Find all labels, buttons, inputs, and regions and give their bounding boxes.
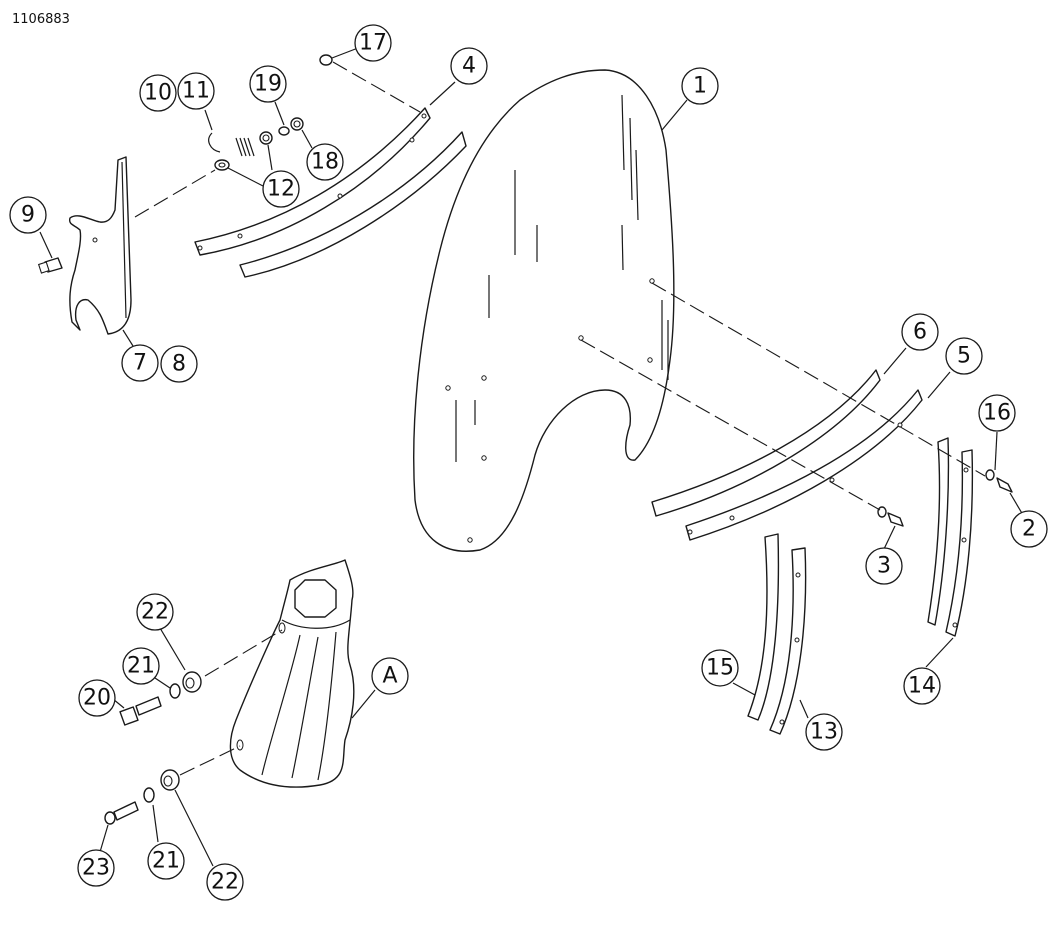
- callout-17: 17: [354, 24, 392, 62]
- callout-21-upper: 21: [122, 647, 160, 685]
- callout-20: 20: [78, 679, 116, 717]
- callout-19-label: 19: [254, 72, 282, 97]
- callout-a-label: A: [382, 664, 397, 689]
- callout-13-label: 13: [810, 720, 838, 745]
- cap-nut-17-part: [319, 54, 333, 66]
- right-bracket-14-part: [927, 437, 974, 637]
- screw-2-part: [985, 469, 1013, 493]
- spring-11-part: [208, 132, 255, 157]
- bushing-22-lower-part: [160, 769, 180, 791]
- callout-22-upper-label: 22: [141, 600, 169, 625]
- callout-17-label: 17: [359, 31, 387, 56]
- callout-15: 15: [701, 649, 739, 687]
- callout-4-label: 4: [462, 54, 476, 79]
- callout-4: 4: [450, 47, 488, 85]
- callout-2-label: 2: [1022, 517, 1036, 542]
- washer-21-upper-part: [169, 683, 181, 699]
- callout-6-label: 6: [913, 320, 927, 345]
- callout-6: 6: [901, 313, 939, 351]
- callout-22-lower-label: 22: [211, 870, 239, 895]
- callout-a: A: [371, 657, 409, 695]
- callout-9-label: 9: [21, 203, 35, 228]
- callout-7: 7: [121, 344, 159, 382]
- lower-bracket-15-part: [747, 533, 780, 721]
- callout-10: 10: [139, 74, 177, 112]
- bolt-20-part: [119, 696, 162, 726]
- callout-1-label: 1: [693, 74, 707, 99]
- callout-22-upper: 22: [136, 593, 174, 631]
- callout-16: 16: [978, 394, 1016, 432]
- callout-21-lower: 21: [147, 842, 185, 880]
- callout-15-label: 15: [706, 656, 734, 681]
- callout-7-label: 7: [133, 351, 147, 376]
- document-id: 1106883: [12, 12, 70, 27]
- washer-19-part: [278, 126, 290, 136]
- callout-5: 5: [945, 337, 983, 375]
- right-trim-strip-part: [651, 369, 881, 517]
- callout-12-label: 12: [267, 177, 295, 202]
- windshield-part: [413, 69, 675, 552]
- nut-18-part: [290, 117, 304, 131]
- callout-2: 2: [1010, 510, 1048, 548]
- callout-20-label: 20: [83, 686, 111, 711]
- assembly-lines: [134, 61, 986, 776]
- fork-mount-a-part: [229, 559, 355, 788]
- screw-3-part: [877, 506, 904, 527]
- callout-13: 13: [805, 713, 843, 751]
- callout-14-label: 14: [908, 674, 936, 699]
- callout-1: 1: [681, 67, 719, 105]
- callout-23: 23: [77, 849, 115, 887]
- leader-lines: [39, 47, 1024, 867]
- callout-11-label: 11: [182, 79, 210, 104]
- washer-12-part: [214, 131, 273, 171]
- left-bracket-part: [68, 156, 132, 335]
- callout-21-upper-label: 21: [127, 654, 155, 679]
- callout-21-lower-label: 21: [152, 849, 180, 874]
- lower-bracket-13-part: [769, 547, 807, 735]
- callout-19: 19: [249, 65, 287, 103]
- callout-8: 8: [160, 345, 198, 383]
- callout-22-lower: 22: [206, 863, 244, 901]
- callout-9: 9: [9, 196, 47, 234]
- upper-left-trim-strip-part: [239, 131, 467, 278]
- callout-14: 14: [903, 667, 941, 705]
- callout-5-label: 5: [957, 344, 971, 369]
- washer-21-lower-part: [143, 787, 155, 803]
- callout-10-label: 10: [144, 81, 172, 106]
- screw-9-part: [37, 257, 63, 274]
- callout-12: 12: [262, 170, 300, 208]
- callout-3-label: 3: [877, 554, 891, 579]
- callout-23-label: 23: [82, 856, 110, 881]
- callout-3: 3: [865, 547, 903, 585]
- callout-16-label: 16: [983, 401, 1011, 426]
- callout-18: 18: [306, 143, 344, 181]
- bolt-23-part: [104, 801, 139, 825]
- callout-18-label: 18: [311, 150, 339, 175]
- upper-left-mount-bar-part: [194, 107, 431, 256]
- callout-11: 11: [177, 72, 215, 110]
- bushing-22-upper-part: [182, 671, 202, 693]
- right-mount-bar-part: [685, 389, 923, 541]
- callout-8-label: 8: [172, 352, 186, 377]
